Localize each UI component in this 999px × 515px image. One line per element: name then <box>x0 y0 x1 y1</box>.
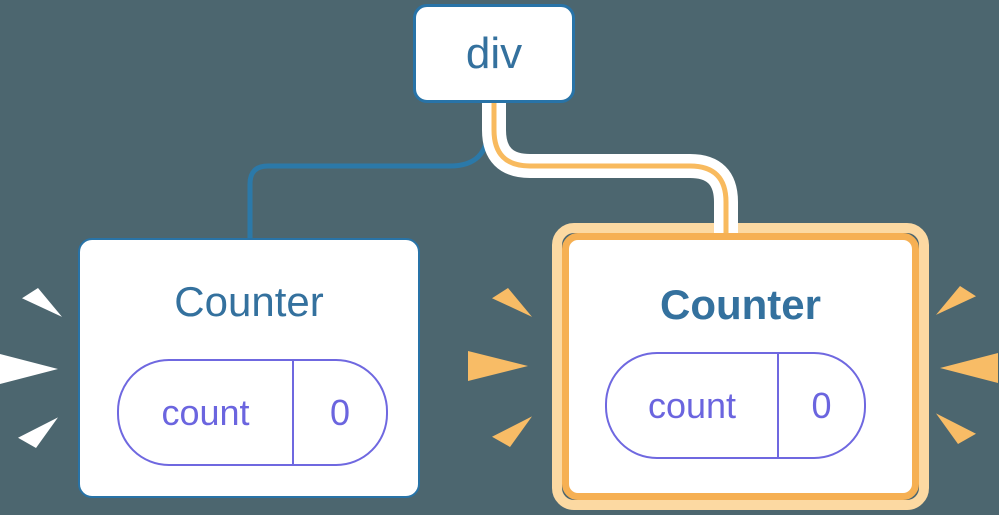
state-value: 0 <box>777 354 864 457</box>
counter-title: Counter <box>660 281 821 328</box>
state-pill: count 0 <box>117 359 388 466</box>
state-key: count <box>161 391 250 433</box>
edge-div-to-right-counter <box>491 100 729 242</box>
root-node-label: div <box>465 28 523 78</box>
state-value: 0 <box>292 361 386 464</box>
highlight-ring <box>552 223 929 510</box>
counter-card-left: Counter count 0 <box>78 238 420 498</box>
counter-card-right-highlighted: Counter count 0 <box>562 233 919 500</box>
state-pill: count 0 <box>605 352 866 459</box>
state-key: count <box>647 384 737 426</box>
counter-title: Counter <box>174 278 324 325</box>
root-node-div: div <box>413 4 575 103</box>
edge-div-to-left-counter <box>247 112 491 242</box>
